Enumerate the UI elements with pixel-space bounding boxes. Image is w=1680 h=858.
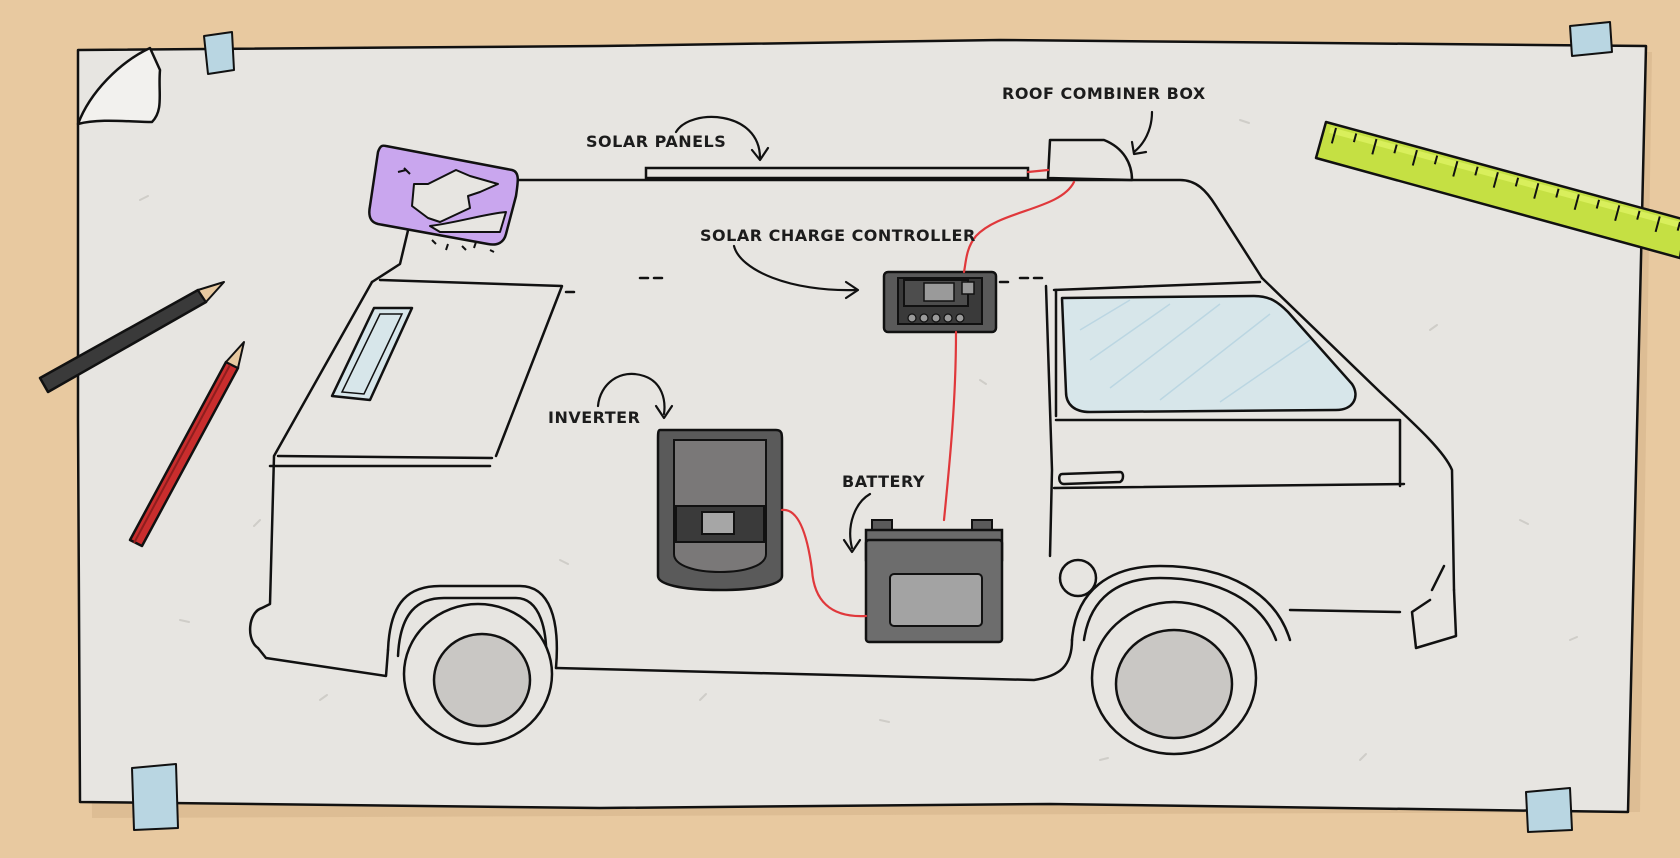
ruler-tick [1411,149,1418,166]
front-wheel [1090,600,1258,756]
combiner-box [1046,138,1134,182]
ruler-tick [1433,155,1439,165]
ruler-tick [1393,144,1398,154]
charge-controller [882,270,998,334]
sticker-icon [368,144,519,253]
ruler-tick [1636,210,1641,220]
rear-window [330,306,414,402]
rear-window-inner [340,313,404,395]
arrow-icon [844,280,860,300]
ruler-tick [1555,188,1560,198]
ruler-tick [1371,138,1378,155]
ruler-tick [1352,133,1358,143]
tape-icon [1569,21,1613,57]
tape-icon [131,763,179,831]
arrow-icon [1130,140,1148,156]
solar-panel [644,166,1030,180]
arrow-icon [654,404,674,420]
ruler-tick [1614,205,1621,222]
label-arrows [596,110,1154,554]
ruler-tick [1474,166,1479,176]
pencil-icon [128,341,245,548]
arrow-icon [596,372,666,416]
tape-icon [203,31,235,75]
ruler-tick [1573,194,1580,210]
label-solar-panels: SOLAR PANELS [586,132,727,151]
pencil-icon [38,281,225,394]
arrow-icon [842,538,862,554]
label-roof-combiner-box: ROOF COMBINER BOX [1002,84,1206,103]
van-outline [249,178,1458,682]
ruler-tick [1595,199,1601,209]
arrow-icon [750,146,770,162]
tape-icon [1525,787,1573,833]
wiring [780,168,1076,618]
rear-wheel [402,602,554,746]
battery [864,519,1004,644]
arrow-icon [1132,110,1154,154]
paper-curl [76,46,162,126]
arrow-icon [674,115,762,160]
windshield-shading [1079,299,1311,403]
inverter [656,428,784,592]
ruler-tick [1330,127,1337,144]
label-battery: BATTERY [842,472,925,491]
ruler-icon [1314,120,1680,260]
label-solar-charge-controller: SOLAR CHARGE CONTROLLER [700,226,976,245]
windshield [1060,294,1357,414]
ruler-tick [1654,216,1661,233]
ruler-tick [1452,160,1459,177]
label-inverter: INVERTER [548,408,641,427]
ruler-tick [1492,171,1499,188]
ruler-tick [1533,183,1540,199]
arrow-icon [849,492,872,550]
ruler-tick [1514,177,1520,187]
arrow-icon [732,244,858,292]
